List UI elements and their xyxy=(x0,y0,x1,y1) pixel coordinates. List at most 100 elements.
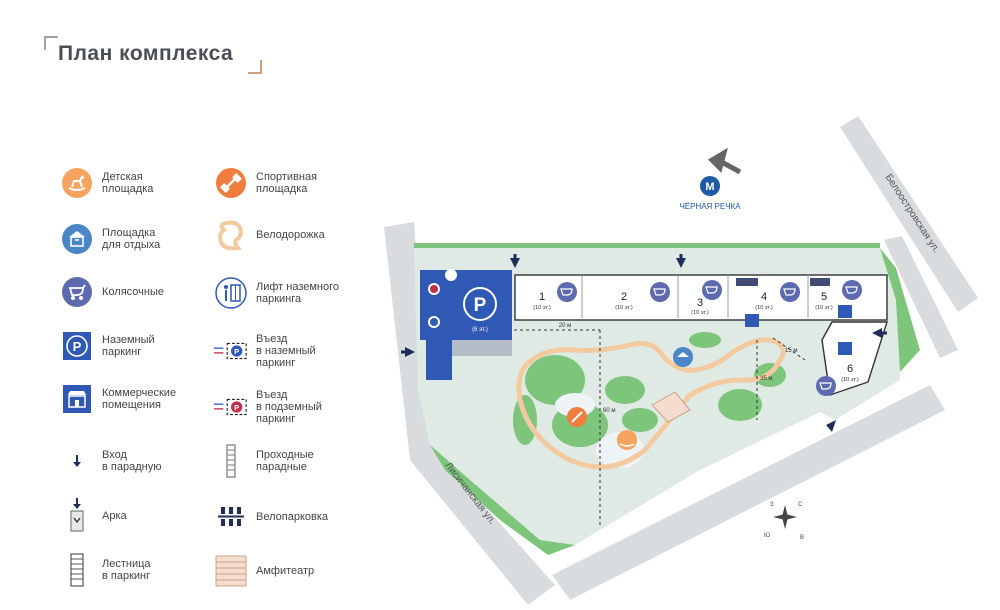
gazebo-icon xyxy=(60,222,94,256)
distance-label: 60 м xyxy=(603,408,615,414)
legend-item-commercial: Коммерческие помещения xyxy=(60,382,212,416)
legend-item-passage: Проходные парадные xyxy=(214,444,366,478)
building-floors: (10 эт.) xyxy=(815,305,833,311)
building-number: 6 xyxy=(847,363,853,375)
bike-rack xyxy=(810,278,830,286)
entry-ground-parking-icon: P xyxy=(214,334,248,368)
legend-label-recreation: Площадка для отдыха xyxy=(102,227,161,251)
distance-label: 15 м xyxy=(785,348,797,354)
legend-item-arch: Арка xyxy=(60,498,212,533)
distance-label: 20 м xyxy=(559,323,571,329)
amphitheatre-icon xyxy=(214,554,248,588)
parking-floors: (6 эт.) xyxy=(472,327,488,333)
svg-text:С: С xyxy=(798,502,803,508)
metro-station-label: ЧЁРНАЯ РЕЧКА xyxy=(679,202,741,211)
legend-item-bike-parking: Велопарковка xyxy=(214,500,366,534)
title-corner-left xyxy=(44,36,58,50)
lift-icon xyxy=(214,276,248,310)
amphitheatre xyxy=(651,391,691,423)
bike-rack xyxy=(736,278,758,286)
page-title-frame: План комплекса xyxy=(44,36,262,74)
svg-text:P: P xyxy=(73,339,82,354)
legend-label-lift: Лифт наземного паркинга xyxy=(256,281,340,305)
legend-item-bike-path: Велодорожка xyxy=(214,218,366,252)
legend-item-entrance: Вход в парадную xyxy=(60,444,212,478)
building-number: 4 xyxy=(761,291,767,303)
svg-text:Ю: Ю xyxy=(764,533,770,539)
svg-text:В: В xyxy=(800,535,804,541)
stroller-icon xyxy=(557,282,577,302)
building-floors: (10 эт.) xyxy=(755,305,773,311)
legend-label-entrance: Вход в парадную xyxy=(102,449,162,473)
legend-item-recreation: Площадка для отдыха xyxy=(60,222,212,256)
entrance-arrows xyxy=(401,254,887,432)
legend-item-entry-ground: P Въезд в наземный паркинг xyxy=(214,333,366,369)
stroller-icon xyxy=(702,280,722,300)
page-title: План комплекса xyxy=(58,42,234,65)
ground-entry-dot xyxy=(430,318,438,326)
shop-icon xyxy=(838,342,852,355)
street-belоostrovskaya-lower xyxy=(884,236,958,358)
dumbbell-icon xyxy=(567,407,587,427)
entry-underground-parking-icon: P xyxy=(214,390,248,424)
svg-text:З: З xyxy=(770,502,774,508)
legend-label-commercial: Коммерческие помещения xyxy=(102,387,177,411)
lift-icon xyxy=(445,269,457,281)
legend-item-entry-underground: P Въезд в подземный паркинг xyxy=(214,389,366,425)
legend-label-arch: Арка xyxy=(102,510,127,522)
stroller-icon xyxy=(816,376,836,396)
street-bottom xyxy=(552,385,945,600)
arch-icon xyxy=(60,498,94,533)
legend-item-lift: Лифт наземного паркинга xyxy=(214,276,366,310)
metro-icon xyxy=(700,176,720,196)
building-number: 2 xyxy=(621,291,627,303)
green-edge-left xyxy=(430,445,575,555)
legend-label-amphitheatre: Амфитеатр xyxy=(256,565,315,577)
legend-label-bike-parking: Велопарковка xyxy=(256,511,329,523)
legend-item-amphitheatre: Амфитеатр xyxy=(214,554,366,588)
compass-rose: З С Ю В xyxy=(764,502,804,541)
parking-letter: P xyxy=(474,295,487,316)
green-edge-right xyxy=(880,248,920,372)
lawn xyxy=(622,408,658,432)
arrow-down-icon xyxy=(60,444,94,478)
dumbbell-icon xyxy=(214,166,248,200)
rocking-horse-icon xyxy=(617,430,637,450)
street-lisichanskaya xyxy=(384,222,555,605)
passage-entrance-icon xyxy=(214,444,248,478)
legend-item-stroller: Колясочные xyxy=(60,275,212,309)
distance-line xyxy=(772,337,806,361)
building-floors: (10 эт.) xyxy=(841,377,859,383)
stroller-icon xyxy=(780,282,800,302)
legend-label-ground-parking: Наземный паркинг xyxy=(102,334,155,358)
legend-label-passage: Проходные парадные xyxy=(256,449,314,473)
legend-label-bike-path: Велодорожка xyxy=(256,229,325,241)
legend-item-ground-parking: P Наземный паркинг xyxy=(60,329,212,363)
lawn xyxy=(718,389,762,421)
title-corner-right xyxy=(248,60,262,74)
svg-text:P: P xyxy=(234,347,239,356)
street-belоostrovskaya-upper xyxy=(840,116,978,312)
building-floors: (10 эт.) xyxy=(533,305,551,311)
shop-icon xyxy=(60,382,94,416)
parking-ramp xyxy=(452,340,512,356)
building-number: 1 xyxy=(539,291,545,303)
lawn xyxy=(525,355,585,405)
bike-path-icon xyxy=(214,218,248,252)
ground-parking-area xyxy=(420,270,512,340)
metro-direction-arrow xyxy=(707,147,742,175)
gazebo-icon xyxy=(673,347,693,367)
legend-label-stairs: Лестница в паркинг xyxy=(102,558,151,582)
metro-letter: М xyxy=(705,181,714,193)
parking-icon xyxy=(463,287,497,321)
bike-path-loop xyxy=(516,337,786,470)
green-strip-top xyxy=(414,243,880,248)
legend-item-stairs: Лестница в паркинг xyxy=(60,553,212,587)
legend-label-playground: Детская площадка xyxy=(102,171,154,195)
site-area xyxy=(414,248,900,545)
stroller-icon xyxy=(60,275,94,309)
shop-icon xyxy=(838,305,852,318)
lawn xyxy=(689,332,721,348)
shop-icon xyxy=(745,314,759,327)
